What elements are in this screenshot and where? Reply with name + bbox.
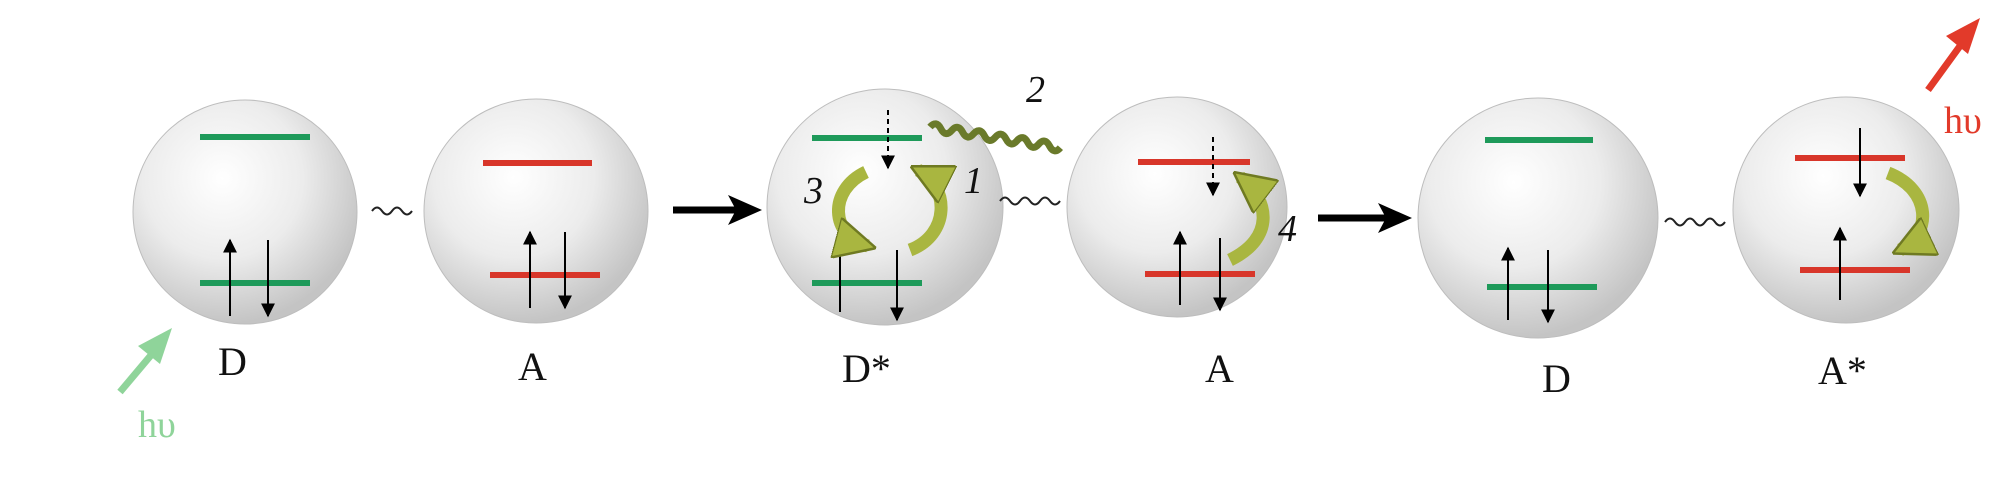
stage3-acceptor-sphere [1732,96,1960,324]
linker-wavy-line [1664,217,1726,227]
curved-arrow [1885,166,1923,250]
stage1-acceptor-label: A [518,344,547,389]
excitation-arrow [117,328,172,395]
stage1-acceptor-sphere [423,98,649,324]
energy-transfer-wave [927,120,1064,155]
stage2-acceptor-label: A [1205,346,1234,391]
linker-wavy-line [999,196,1061,206]
emission-arrow [1925,18,1980,93]
stage3-donor-sphere [1417,97,1659,339]
excitation-label: hυ [138,404,176,446]
step-2-label: 2 [1026,69,1045,111]
stage3-acceptor-label: A* [1818,348,1867,393]
emission-label: hυ [1944,100,1982,142]
curved-arrow [1226,177,1263,266]
stage3-donor-label: D [1542,356,1571,401]
stage2-donor-label: D* [842,346,891,391]
stage2-acceptor-sphere [1066,96,1288,318]
stage2-donor-sphere [766,88,1004,326]
step-1-label: 1 [964,160,983,202]
stage1-donor-label: D [218,339,247,384]
transition-arrow [673,195,762,225]
step-4-label: 4 [1278,208,1297,250]
transition-arrow [1318,203,1412,233]
curved-arrow-left [838,166,868,246]
step-3-label: 3 [803,170,823,212]
curved-arrow-right [907,164,941,257]
linker-wavy-line [371,206,413,216]
stage1-donor-sphere [132,99,358,325]
